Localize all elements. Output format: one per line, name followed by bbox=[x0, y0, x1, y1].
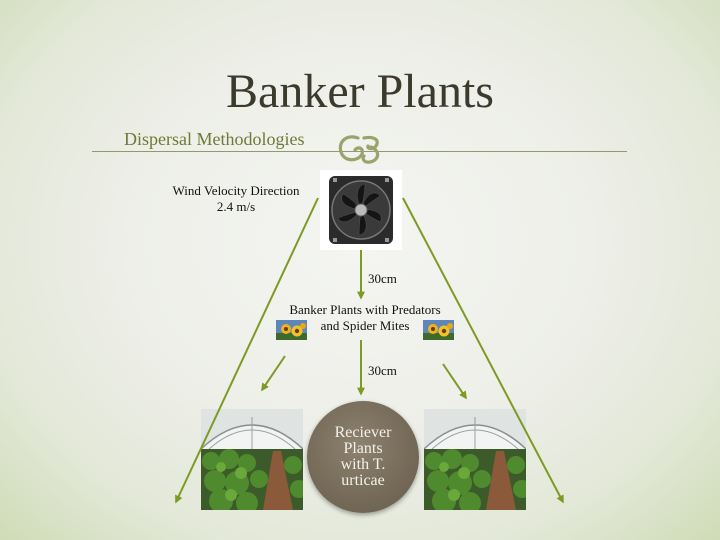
subtitle: Dispersal Methodologies bbox=[124, 129, 305, 149]
arrow-banker-to-right bbox=[442, 363, 467, 400]
title-divider bbox=[92, 151, 627, 152]
greenhouse-icon bbox=[201, 409, 303, 510]
flower-icon bbox=[276, 320, 307, 340]
greenhouse-icon bbox=[424, 409, 526, 510]
arrow-outer-right bbox=[402, 197, 564, 504]
page-title: Banker Plants bbox=[226, 65, 494, 118]
distance-label-fan-to-banker: 30cm bbox=[368, 271, 397, 286]
receiver-plants-label: Reciever Plants with T. urticae bbox=[334, 424, 392, 489]
banker-plants-label: Banker Plants with Predators and Spider … bbox=[289, 302, 441, 333]
receiver-plants-node: Reciever Plants with T. urticae bbox=[307, 401, 419, 513]
flourish-icon bbox=[338, 135, 380, 164]
wind-velocity-label: Wind Velocity Direction 2.4 m/s bbox=[172, 183, 300, 214]
flower-icon bbox=[423, 320, 454, 340]
arrow-outer-left bbox=[175, 197, 319, 504]
fan-icon bbox=[320, 170, 402, 250]
distance-label-banker-to-receiver: 30cm bbox=[368, 363, 397, 378]
arrow-banker-to-left bbox=[261, 355, 286, 392]
